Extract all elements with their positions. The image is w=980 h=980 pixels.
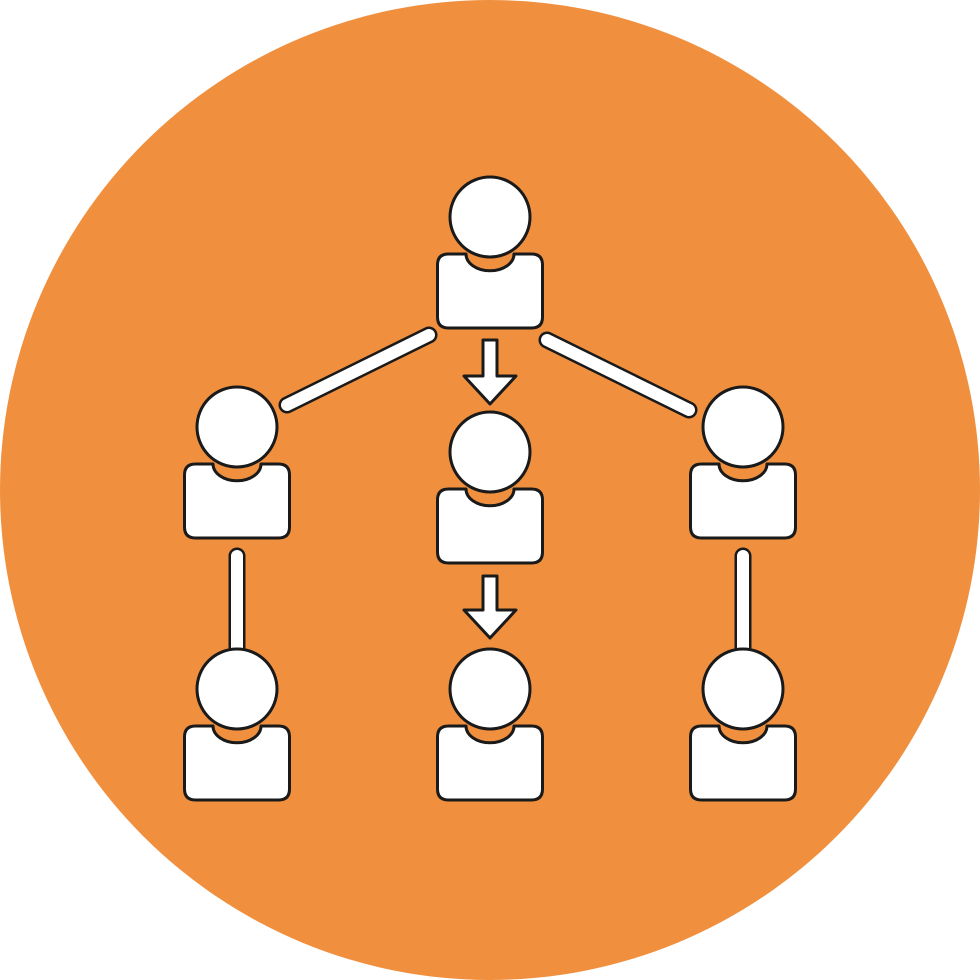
person-icon <box>183 385 291 540</box>
person-icon <box>436 410 544 565</box>
person-body <box>436 487 544 565</box>
down-arrow-icon <box>462 574 518 640</box>
person-body <box>436 724 544 802</box>
person-body <box>689 462 797 540</box>
person-head <box>195 385 279 469</box>
connector-line <box>538 331 698 419</box>
person-head <box>448 647 532 731</box>
person-head <box>701 647 785 731</box>
person-body <box>689 724 797 802</box>
person-icon <box>689 647 797 802</box>
person-head <box>448 175 532 259</box>
person-head <box>448 410 532 494</box>
person-body <box>436 252 544 330</box>
person-body <box>183 724 291 802</box>
person-icon <box>436 647 544 802</box>
person-head <box>701 385 785 469</box>
person-head <box>195 647 279 731</box>
connector-line <box>278 326 438 414</box>
person-icon <box>689 385 797 540</box>
down-arrow-icon <box>462 338 518 406</box>
person-icon <box>436 175 544 330</box>
person-body <box>183 462 291 540</box>
person-icon <box>183 647 291 802</box>
